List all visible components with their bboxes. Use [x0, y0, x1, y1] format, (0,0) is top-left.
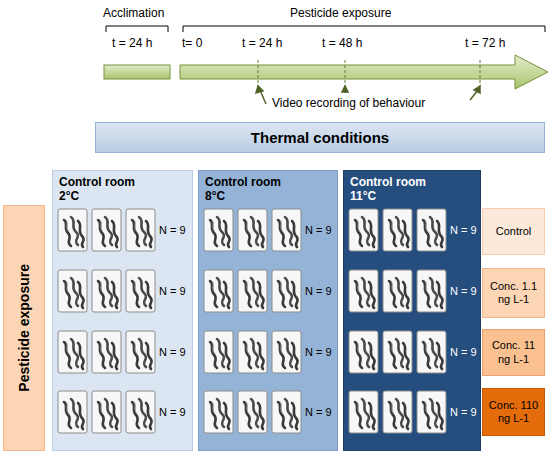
sample-size: N = 9 — [159, 405, 186, 419]
sample-size: N = 9 — [305, 284, 332, 298]
node-text: Conc. 110 ng L-1 — [486, 399, 541, 425]
time-label: t= 0 — [182, 36, 202, 50]
treatment-box: Control — [482, 208, 545, 255]
sample-size: N = 9 — [450, 223, 477, 237]
sample-size: N = 9 — [450, 345, 477, 359]
node-text: Control — [496, 225, 531, 238]
sample-size: N = 9 — [305, 345, 332, 359]
time-label: t = 24 h — [242, 36, 282, 50]
node-text: Pesticide exposure — [16, 264, 33, 392]
treatment-box: Conc. 11 ng L-1 — [482, 329, 545, 376]
recording-note: Video recording of behaviour — [272, 96, 425, 110]
acclimation-bar — [104, 65, 170, 79]
sample-size: N = 9 — [159, 284, 186, 298]
phase-title: Pesticide exposure — [290, 6, 391, 20]
sample-size: N = 9 — [159, 345, 186, 359]
exposure-arrow — [180, 55, 548, 89]
time-label: t = 48 h — [322, 36, 362, 50]
time-marker — [258, 60, 480, 86]
exposure-band: Pesticide exposure — [3, 205, 45, 451]
timeline-bracket — [106, 26, 545, 32]
node-text: Control room 8°C — [205, 175, 293, 204]
time-label: t = 24 h — [112, 36, 152, 50]
sample-size: N = 9 — [305, 405, 332, 419]
sample-size: N = 9 — [450, 405, 477, 419]
node-text: Conc. 1.1 ng L-1 — [486, 280, 541, 306]
time-label: t = 72 h — [465, 36, 505, 50]
node-text: Control room 2°C — [59, 175, 147, 204]
sample-size: N = 9 — [159, 223, 186, 237]
treatment-box: Conc. 1.1 ng L-1 — [482, 268, 545, 318]
node-text: Thermal conditions — [251, 129, 389, 147]
node-text: Conc. 11 ng L-1 — [486, 339, 541, 365]
sample-size: N = 9 — [305, 223, 332, 237]
thermal-band: Thermal conditions — [95, 122, 545, 153]
sample-size: N = 9 — [450, 284, 477, 298]
node-text: Control room 11°C — [350, 175, 438, 204]
treatment-box: Conc. 110 ng L-1 — [482, 388, 545, 436]
phase-title: Acclimation — [103, 6, 164, 20]
